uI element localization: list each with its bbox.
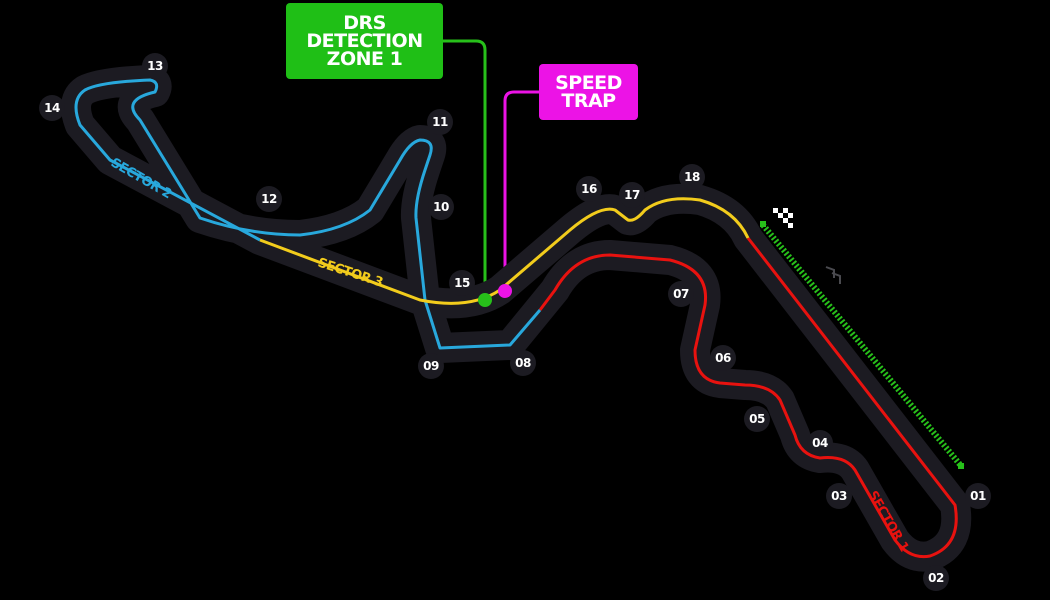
drs-line-1: DRS bbox=[343, 11, 386, 34]
finish-flag-icon bbox=[773, 208, 793, 228]
turn-marker-08: 08 bbox=[510, 350, 536, 376]
turn-marker-17: 17 bbox=[619, 182, 645, 208]
track-asphalt bbox=[61, 65, 972, 572]
speed-trap-callout: SPEED TRAP bbox=[539, 64, 638, 120]
turn-marker-12: 12 bbox=[256, 186, 282, 212]
drs-leader-line bbox=[443, 39, 487, 300]
turn-marker-14: 14 bbox=[39, 95, 65, 121]
sector-1-line bbox=[538, 237, 958, 559]
turn-marker-16: 16 bbox=[576, 176, 602, 202]
turn-marker-07: 07 bbox=[668, 281, 694, 307]
turn-marker-03: 03 bbox=[826, 483, 852, 509]
drs-detection-zone-callout: DRS DETECTION ZONE 1 bbox=[286, 3, 443, 79]
turn-marker-18: 18 bbox=[679, 164, 705, 190]
turn-marker-06: 06 bbox=[710, 345, 736, 371]
turn-marker-10: 10 bbox=[428, 194, 454, 220]
drs-line-3: ZONE 1 bbox=[326, 48, 403, 71]
turn-marker-04: 04 bbox=[807, 430, 833, 456]
turn-marker-15: 15 bbox=[449, 270, 475, 296]
drs-zone-start bbox=[760, 221, 766, 227]
speed-trap-line-2: TRAP bbox=[561, 90, 616, 112]
turn-marker-13: 13 bbox=[142, 53, 168, 79]
turn-marker-11: 11 bbox=[427, 109, 453, 135]
sector-2-line bbox=[74, 78, 542, 350]
direction-arrow-icon bbox=[825, 266, 841, 284]
drs-zone-end bbox=[958, 463, 964, 469]
turn-marker-09: 09 bbox=[418, 353, 444, 379]
speed-trap-point bbox=[498, 284, 512, 298]
drs-zone-marker bbox=[760, 223, 965, 469]
drs-detection-point bbox=[478, 293, 492, 307]
speed-trap-line-1: SPEED bbox=[555, 71, 622, 94]
turn-marker-05: 05 bbox=[744, 406, 770, 432]
turn-marker-02: 02 bbox=[923, 565, 949, 591]
speed-trap-leader-line bbox=[503, 90, 539, 290]
drs-line-2: DETECTION bbox=[306, 29, 423, 52]
turn-marker-01: 01 bbox=[965, 483, 991, 509]
